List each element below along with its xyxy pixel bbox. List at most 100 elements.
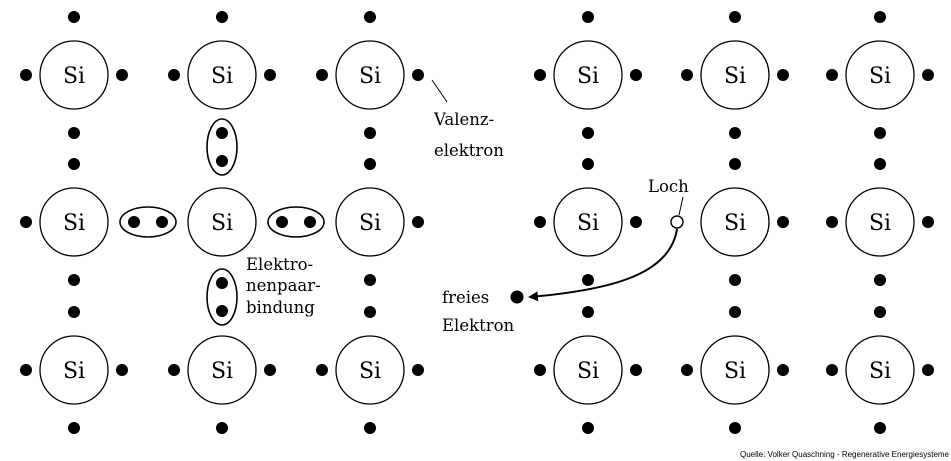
valence-electron <box>264 69 276 81</box>
atom-symbol: Si <box>577 64 599 89</box>
atom-symbol: Si <box>63 64 85 89</box>
valence-electron-leader <box>431 79 448 103</box>
atom-symbol: Si <box>724 211 746 236</box>
valence-electron-label-2: elektron <box>434 141 504 160</box>
si-atom: Si <box>335 187 405 257</box>
valence-electron <box>168 364 180 376</box>
valence-electron <box>168 69 180 81</box>
valence-electron <box>364 127 376 139</box>
atom-symbol: Si <box>577 211 599 236</box>
valence-electron <box>826 216 838 228</box>
si-atom: Si <box>700 40 770 110</box>
valence-electron <box>364 422 376 434</box>
valence-electron <box>20 364 32 376</box>
valence-electron <box>729 127 741 139</box>
atom-circle <box>187 40 257 110</box>
atom-circle <box>335 335 405 405</box>
source-credit: Quelle: Volker Quaschning - Regenerative… <box>740 450 950 459</box>
electron-pair-bond-vertical <box>206 118 238 176</box>
si-atom: Si <box>187 187 257 257</box>
si-atom: Si <box>335 40 405 110</box>
valence-electron <box>68 306 80 318</box>
valence-electrons-right <box>534 11 934 434</box>
free-electron-label-1: freies <box>442 288 489 307</box>
valence-electron <box>826 364 838 376</box>
si-atom: Si <box>39 40 109 110</box>
valence-electrons-left <box>20 11 424 434</box>
valence-electron <box>364 306 376 318</box>
valence-electron <box>534 364 546 376</box>
si-atom: Si <box>553 335 623 405</box>
free-electron-path-arrow <box>528 228 678 302</box>
atom-circle <box>335 187 405 257</box>
valence-electron <box>68 127 80 139</box>
atom-circle <box>39 40 109 110</box>
atom-circle <box>700 187 770 257</box>
valence-electron <box>729 11 741 23</box>
valence-electron <box>681 69 693 81</box>
valence-electron <box>412 216 424 228</box>
atom-circle <box>845 335 915 405</box>
atom-circle <box>187 335 257 405</box>
valence-electron <box>364 274 376 286</box>
valence-electron <box>216 422 228 434</box>
valence-electron <box>777 69 789 81</box>
atom-symbol: Si <box>359 64 381 89</box>
atom-symbol: Si <box>869 211 891 236</box>
valence-electron <box>316 364 328 376</box>
valence-electron <box>874 158 886 170</box>
valence-electron <box>20 69 32 81</box>
atom-circle <box>553 335 623 405</box>
atom-symbol: Si <box>359 211 381 236</box>
valence-electron <box>264 364 276 376</box>
valence-electron <box>68 274 80 286</box>
si-atom: Si <box>187 40 257 110</box>
valence-electron <box>874 422 886 434</box>
valence-electron-label-1: Valenz- <box>433 110 494 129</box>
valence-electron <box>116 364 128 376</box>
valence-electron <box>412 364 424 376</box>
valence-electron <box>582 127 594 139</box>
valence-electron <box>729 274 741 286</box>
si-atom: Si <box>335 335 405 405</box>
atom-symbol: Si <box>211 64 233 89</box>
atom-symbol: Si <box>577 359 599 384</box>
atom-symbol: Si <box>211 359 233 384</box>
valence-electron <box>68 422 80 434</box>
si-atom: Si <box>845 40 915 110</box>
si-atom: Si <box>39 335 109 405</box>
valence-electron <box>922 69 934 81</box>
valence-electron <box>582 422 594 434</box>
free-electron-dot <box>510 290 524 304</box>
valence-electron <box>68 11 80 23</box>
valence-electron <box>729 158 741 170</box>
atom-circle <box>335 40 405 110</box>
atom-circle <box>39 187 109 257</box>
valence-electron <box>582 158 594 170</box>
valence-electron <box>582 274 594 286</box>
electron-pair-bond-label-1: Elektro- <box>246 255 313 274</box>
si-atom: Si <box>553 187 623 257</box>
valence-electron <box>68 158 80 170</box>
valence-electron <box>534 216 546 228</box>
valence-electron <box>729 306 741 318</box>
si-atom: Si <box>553 40 623 110</box>
valence-electron <box>364 158 376 170</box>
valence-electron <box>874 306 886 318</box>
valence-electron <box>777 216 789 228</box>
atom-circle <box>700 40 770 110</box>
electron-pair-bond-label-2: nenpaar- <box>246 276 321 295</box>
valence-electron <box>582 306 594 318</box>
valence-electron <box>20 216 32 228</box>
valence-electron <box>582 11 594 23</box>
si-atom: Si <box>700 335 770 405</box>
valence-electron <box>922 364 934 376</box>
atom-circle <box>553 40 623 110</box>
atom-symbol: Si <box>63 211 85 236</box>
hole-leader <box>678 196 684 216</box>
valence-electron <box>874 274 886 286</box>
